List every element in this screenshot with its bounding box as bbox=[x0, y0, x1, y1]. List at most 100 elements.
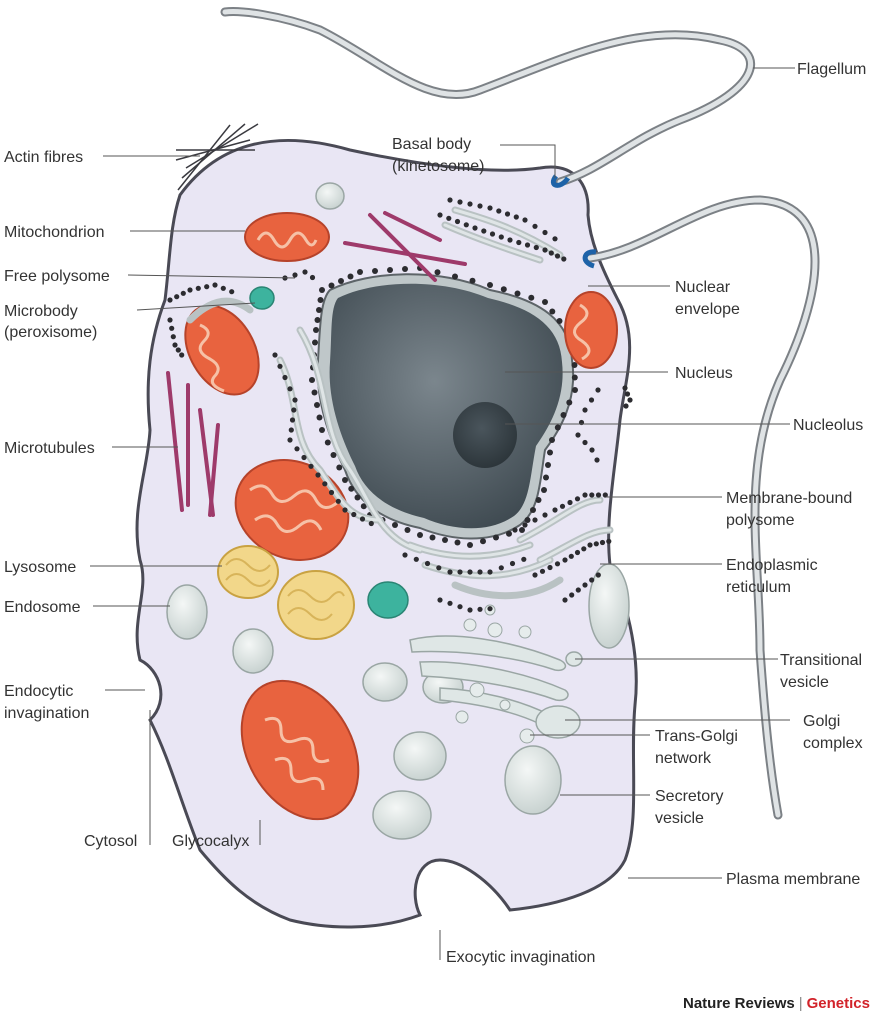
er-outline bbox=[278, 208, 612, 578]
ribosome-dot bbox=[347, 273, 354, 280]
labels: Flagellum Actin fibres Basal body (kinet… bbox=[4, 61, 866, 966]
ribosome-dot bbox=[454, 539, 461, 546]
ribosome-dot bbox=[543, 474, 549, 481]
label-secretory: Secretory bbox=[655, 788, 723, 805]
ribosome-dot bbox=[481, 228, 487, 234]
label-free-polysome: Free polysome bbox=[4, 268, 110, 285]
label-network: network bbox=[655, 750, 712, 767]
label-kinetosome: (kinetosome) bbox=[392, 158, 484, 175]
basal-body-1 bbox=[550, 174, 571, 188]
label-endocytic: Endocytic bbox=[4, 683, 73, 700]
ribosome-dot bbox=[542, 512, 548, 518]
ribosome-dot bbox=[528, 294, 535, 301]
ribosome-dot bbox=[402, 552, 408, 558]
ribosome-dot bbox=[498, 234, 504, 240]
ribosome-dot bbox=[593, 541, 599, 547]
ribosome-dot bbox=[595, 572, 601, 578]
ribosome-dot bbox=[354, 494, 361, 501]
ribosome-dot bbox=[308, 463, 314, 469]
ribosome-dot bbox=[277, 363, 283, 369]
ribosome-dot bbox=[504, 211, 511, 217]
ribosome-dot bbox=[180, 290, 186, 296]
ribosome-dot bbox=[602, 492, 608, 498]
ribosome-dot bbox=[587, 542, 593, 548]
ribosome-dot bbox=[571, 362, 578, 368]
ribosome-dot bbox=[315, 472, 321, 478]
ribosome-dot bbox=[336, 464, 343, 471]
ribosome-dot bbox=[542, 247, 548, 253]
ribosome-dot bbox=[357, 269, 363, 275]
ribosome-dot bbox=[424, 560, 431, 567]
er-ribosomes bbox=[167, 197, 633, 613]
ribosome-dot bbox=[552, 507, 558, 513]
label-microbody: Microbody bbox=[4, 303, 78, 320]
ribosome-dot bbox=[309, 274, 316, 281]
ribosome-dot bbox=[322, 481, 328, 487]
ribosome-dot bbox=[463, 222, 469, 228]
ribosome-dot bbox=[467, 542, 473, 548]
ribosome-dot bbox=[532, 572, 538, 578]
ribosome-dot bbox=[170, 334, 176, 340]
label-envelope: envelope bbox=[675, 301, 740, 318]
ribosome-dot bbox=[575, 432, 581, 438]
ribosome-dot bbox=[342, 477, 348, 483]
ribosome-dot bbox=[229, 289, 235, 295]
ribosome-dot bbox=[622, 385, 628, 391]
ribosome-dot bbox=[387, 267, 393, 273]
ribosome-dot bbox=[319, 427, 325, 433]
vesicles bbox=[166, 182, 630, 840]
ribosome-dot bbox=[549, 308, 556, 315]
ribosome-dot bbox=[314, 317, 321, 323]
label-golgi: Golgi bbox=[803, 713, 840, 730]
ribosome-dot bbox=[571, 374, 578, 381]
ribosome-dot bbox=[437, 212, 443, 218]
label-nuclear: Nuclear bbox=[675, 279, 731, 296]
ribosome-dot bbox=[477, 606, 483, 612]
ribosome-dot bbox=[330, 452, 337, 458]
ribosome-dot bbox=[487, 606, 493, 612]
ribosome-dot bbox=[500, 286, 507, 293]
ribosome-dot bbox=[547, 564, 553, 571]
ribosome-dot bbox=[519, 527, 525, 533]
ribosome-dot bbox=[509, 560, 516, 567]
microtubules bbox=[166, 211, 467, 517]
ribosome-dot bbox=[487, 205, 493, 211]
ribosome-dot bbox=[480, 538, 486, 545]
ribosome-dot bbox=[530, 507, 536, 513]
ribosome-dot bbox=[324, 439, 331, 446]
ribosome-dot bbox=[291, 407, 297, 413]
ribosome-dot bbox=[589, 447, 595, 453]
ribosome-dot bbox=[627, 397, 633, 403]
ribosome-dot bbox=[566, 399, 573, 406]
ribosome-dot bbox=[535, 497, 542, 503]
ribosome-dot bbox=[624, 391, 631, 397]
ribosome-dot bbox=[522, 217, 528, 223]
ribosome-dot bbox=[547, 449, 553, 456]
ribosome-dot bbox=[581, 546, 587, 552]
ribosome-dot bbox=[311, 389, 318, 396]
ribosome-dot bbox=[582, 439, 588, 446]
ribosome-dot bbox=[313, 327, 319, 333]
ribosome-dot bbox=[493, 534, 499, 541]
ribosome-dot bbox=[467, 607, 473, 613]
ribosome-dot bbox=[316, 307, 322, 313]
ribosome-dot bbox=[521, 556, 527, 562]
ribosome-dot bbox=[446, 215, 452, 221]
ribosome-dot bbox=[568, 553, 574, 559]
ribosome-dot bbox=[554, 561, 561, 567]
ribosome-dot bbox=[513, 214, 519, 220]
ribosome-dot bbox=[595, 387, 601, 393]
ribosome-dot bbox=[212, 282, 218, 288]
ribosome-dot bbox=[582, 582, 588, 588]
ribosome-dot bbox=[589, 492, 595, 498]
ribosome-dot bbox=[447, 600, 453, 606]
microbodies bbox=[249, 286, 409, 619]
actin-fibres bbox=[175, 123, 259, 191]
ribosome-dot bbox=[167, 317, 173, 323]
ribosome-dot bbox=[575, 587, 581, 593]
ribosome-dot bbox=[288, 427, 294, 433]
ribosome-dot bbox=[487, 282, 493, 288]
ribosome-dot bbox=[294, 446, 300, 452]
ribosome-dot bbox=[372, 268, 378, 274]
ribosome-dot bbox=[472, 225, 478, 231]
